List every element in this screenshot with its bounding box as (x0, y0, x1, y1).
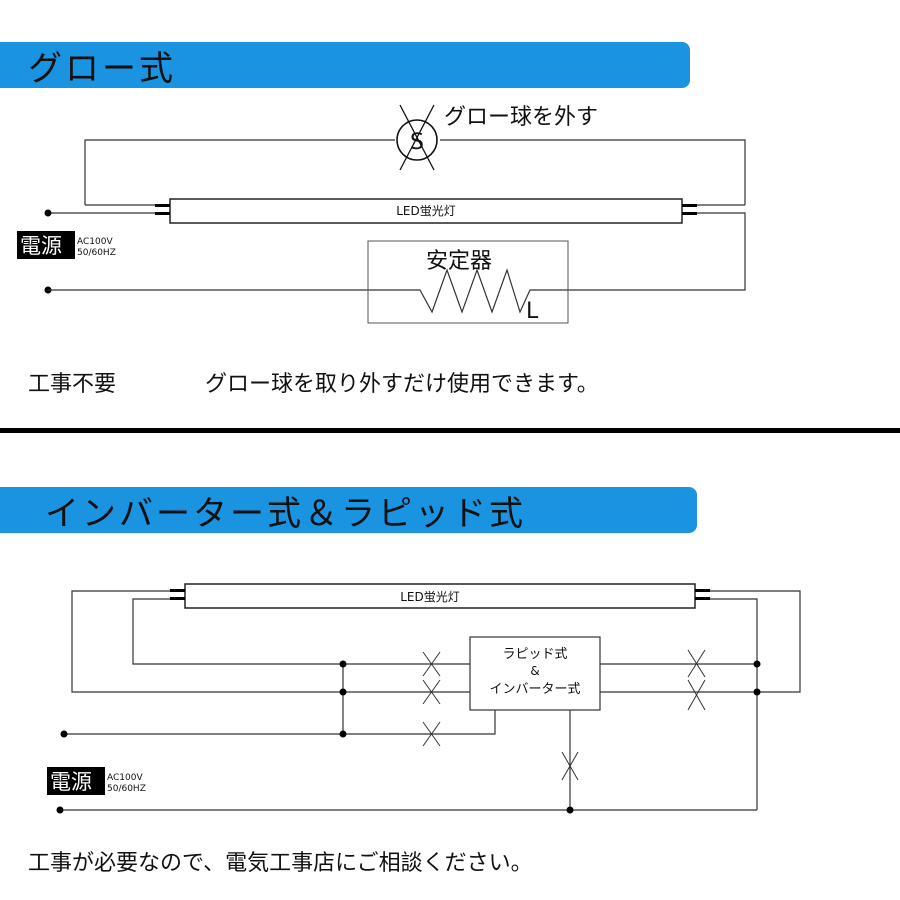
cut-mark (422, 721, 441, 747)
tube-1-pin (155, 204, 170, 207)
cut-mark (687, 679, 706, 711)
remove-glow-label: グロー球を外す (444, 105, 598, 130)
junction-dot (753, 660, 761, 668)
glow-starter-circle (396, 119, 438, 161)
tube-1-pin (155, 212, 170, 215)
junction-dot (339, 660, 347, 668)
power-label-main-2: 電源 (50, 770, 92, 794)
wire (71, 590, 470, 693)
glow-note-remove-starter: グロー球を取り外すだけ使用できます。 (205, 372, 599, 397)
power-label-box-2 (47, 767, 105, 795)
power-terminal-dot (56, 806, 64, 814)
glow-section-title: グロー式 (28, 48, 176, 89)
tube-1-pin (682, 204, 697, 207)
power-spec-line2-1: 50/60HZ (77, 248, 116, 258)
junction-dot (339, 730, 347, 738)
inverter-section-banner: インバーター式＆ラピッド式 (0, 487, 697, 534)
ballast-box (367, 240, 569, 324)
cut-mark (561, 751, 579, 781)
tube-1-pin (682, 212, 697, 215)
wire (470, 710, 496, 735)
glow-wiring-diagram: S グロー球を外す LED蛍光灯 電源 AC100V 50/60HZ 安定器 L (17, 104, 746, 324)
starter-wire-right (440, 139, 746, 205)
power-spec-line2-2: 50/60HZ (107, 784, 146, 794)
wire (132, 598, 470, 665)
power-label-box-1 (17, 231, 75, 259)
cut-mark (687, 649, 706, 678)
power-terminal-dot (44, 209, 52, 217)
glow-note-no-work: 工事不要 (28, 372, 117, 397)
junction-dot (339, 688, 347, 696)
tube-2-pin (695, 589, 710, 592)
power-spec-line1-1: AC100V (77, 237, 113, 247)
led-tube-1-label: LED蛍光灯 (396, 204, 456, 218)
starter-cross-mark (399, 104, 435, 171)
tube-2-pin (170, 597, 185, 600)
power-terminal-dot (60, 730, 68, 738)
junction-dot (566, 806, 574, 814)
starter-wire-left (84, 139, 395, 205)
glow-section-banner: グロー式 (0, 42, 690, 89)
tube-2-pin (695, 597, 710, 600)
wire (568, 212, 746, 291)
junction-dot (753, 688, 761, 696)
glow-starter-symbol: S (410, 130, 424, 155)
rapid-box-line2: & (530, 664, 539, 678)
led-tube-1 (169, 198, 683, 224)
cut-mark (422, 679, 441, 705)
led-tube-2-label: LED蛍光灯 (400, 590, 460, 604)
led-tube-2 (184, 583, 696, 609)
inductor-symbol: L (526, 299, 539, 324)
inverter-wiring-diagram: LED蛍光灯 (47, 583, 801, 814)
wire (600, 590, 801, 693)
inverter-note-consult: 工事が必要なので、電気工事店にご相談ください。 (28, 851, 533, 876)
rapid-box-line1: ラピッド式 (502, 647, 567, 662)
inverter-section-title: インバーター式＆ラピッド式 (45, 493, 526, 534)
cut-mark-group (422, 649, 706, 781)
tube-2-pin (170, 589, 185, 592)
section-divider (0, 428, 900, 433)
power-spec-line1-2: AC100V (107, 773, 143, 783)
ballast-coil-symbol (405, 268, 568, 314)
wire (710, 598, 758, 810)
power-label-main-1: 電源 (20, 234, 62, 258)
rapid-inverter-box (469, 636, 601, 711)
rapid-box-line3: インバーター式 (489, 682, 580, 697)
cut-mark (422, 651, 441, 677)
ballast-label: 安定器 (426, 249, 492, 274)
